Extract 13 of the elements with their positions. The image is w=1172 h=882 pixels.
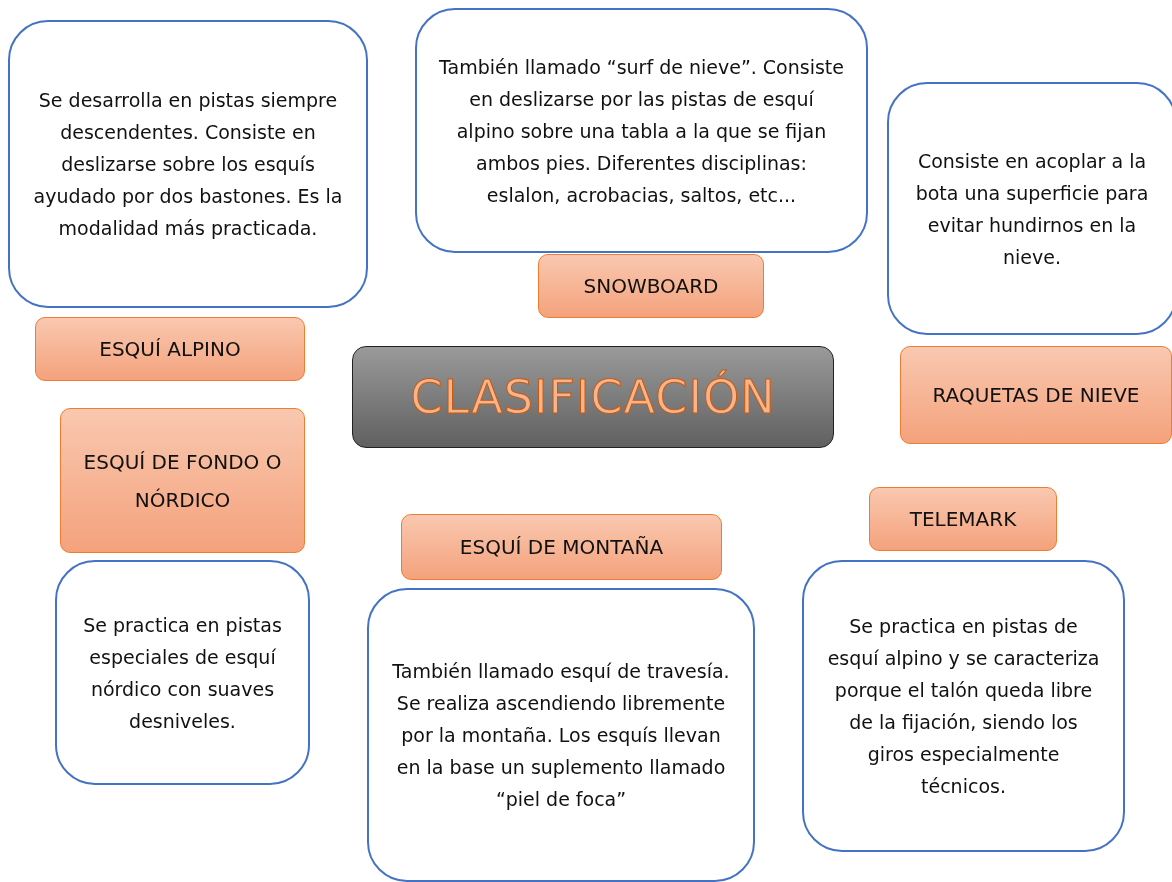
category-box: SNOWBOARD — [538, 254, 764, 318]
description-box: Se desarrolla en pistas siempre descendentes. Consiste en deslizarse sobre los esquís ayudado por dos bastones. Es la modalidad más practicada. — [8, 20, 368, 308]
category-box: ESQUÍ ALPINO — [35, 317, 305, 381]
description-box: Se practica en pistas de esquí alpino y se caracteriza porque el talón queda libre de la fijación, siendo los giros especialmente técnicos. — [802, 560, 1125, 852]
category-box: ESQUÍ DE FONDO O NÓRDICO — [60, 408, 305, 553]
category-box: RAQUETAS DE NIEVE — [900, 346, 1172, 444]
category-box: ESQUÍ DE MONTAÑA — [401, 514, 722, 580]
description-box: Se practica en pistas especiales de esquí nórdico con suaves desniveles. — [55, 560, 310, 785]
description-box: También llamado esquí de travesía. Se realiza ascendiendo libremente por la montaña. Los esquís llevan en la base un suplemento llamado “piel de foca” — [367, 588, 755, 882]
category-box: TELEMARK — [869, 487, 1057, 551]
description-box: Consiste en acoplar a la bota una superficie para evitar hundirnos en la nieve. — [887, 82, 1172, 335]
description-box: También llamado “surf de nieve”. Consiste en deslizarse por las pistas de esquí alpino sobre una tabla a la que se fijan ambos pies. Diferentes disciplinas: eslalon, acrobacias, saltos, etc... — [415, 8, 868, 253]
title-box: CLASIFICACIÓN — [352, 346, 834, 448]
